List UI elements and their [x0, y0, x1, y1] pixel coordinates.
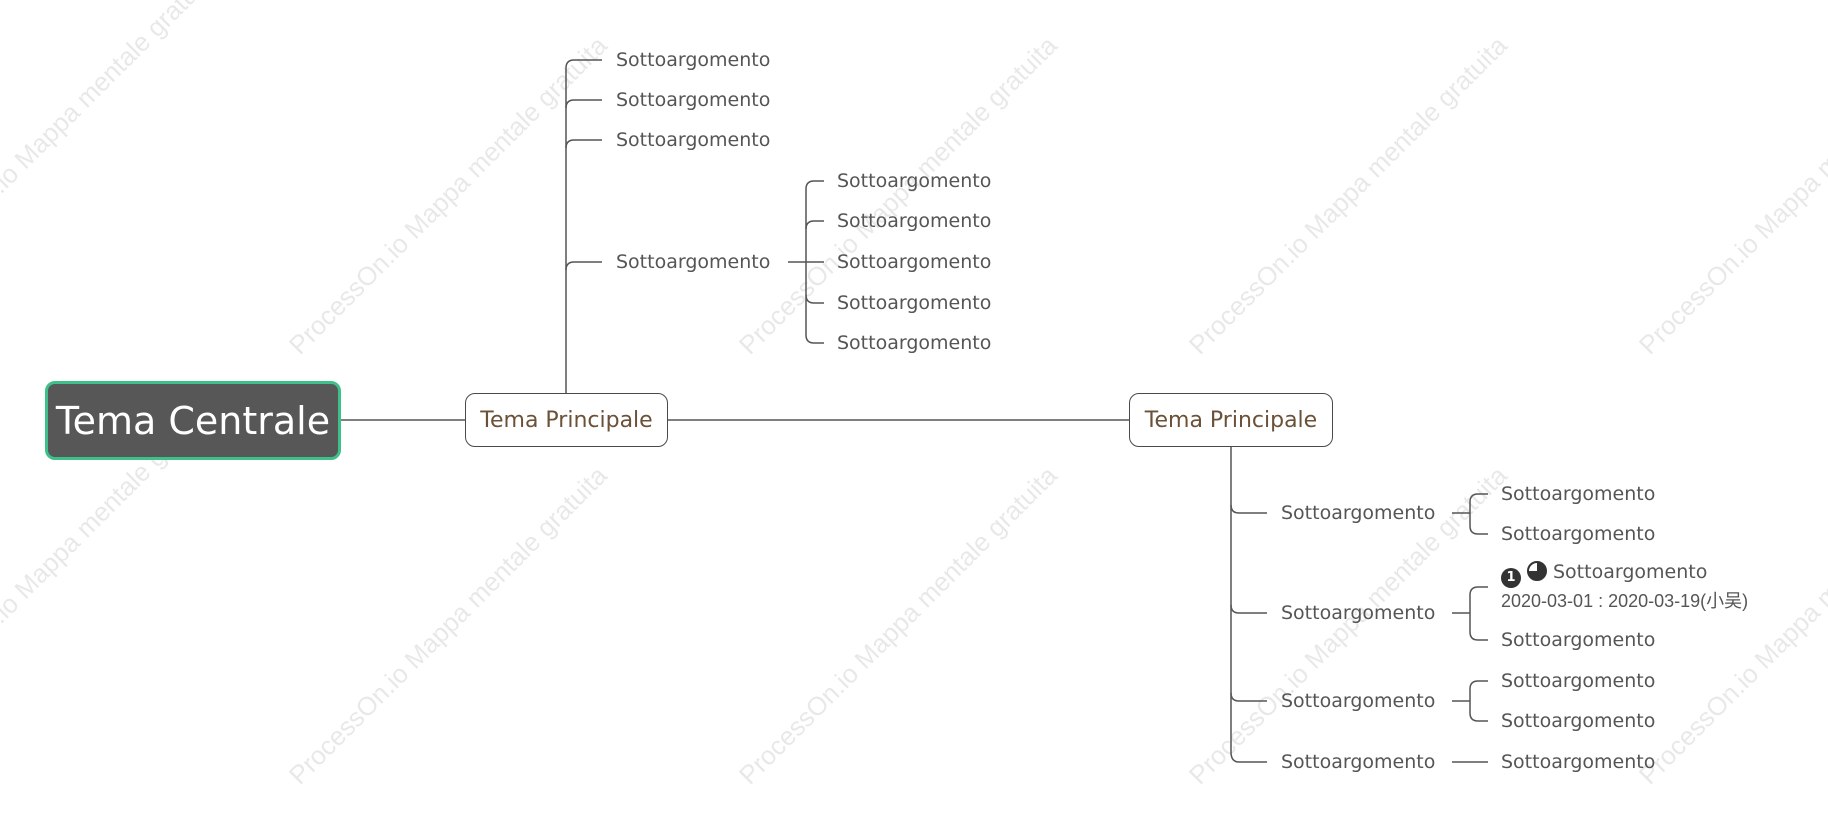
connector-branch-2-topic-2: [1230, 604, 1267, 614]
connector-b2t1-child-2: [1469, 513, 1488, 535]
connector-branch-1-topic-4: [565, 261, 602, 271]
subtopic-1-4-3[interactable]: Sottoargomento: [837, 251, 992, 273]
connector-branch-1-topic-2: [565, 99, 602, 109]
connector-topic-4-child-1: [805, 180, 824, 190]
subtopic-2-3[interactable]: Sottoargomento: [1281, 690, 1436, 712]
main-topic-label: Tema Principale: [1144, 407, 1318, 433]
subtopic-2-1-2[interactable]: Sottoargomento: [1501, 523, 1656, 545]
subtopic-2-4-1[interactable]: Sottoargomento: [1501, 751, 1656, 773]
subtopic-2-4[interactable]: Sottoargomento: [1281, 751, 1436, 773]
subtopic-2-1-1[interactable]: Sottoargomento: [1501, 483, 1656, 505]
subtopic-2-3-2[interactable]: Sottoargomento: [1501, 710, 1656, 732]
main-topic-2[interactable]: Tema Principale: [1129, 393, 1333, 447]
priority-1-icon: 1: [1501, 568, 1521, 588]
subtopic-1-4-1[interactable]: Sottoargomento: [837, 170, 992, 192]
connector-branch-1-topic-3: [565, 139, 602, 149]
connector-b2t1-child-1: [1469, 493, 1488, 513]
connector-b2t3-child-2: [1469, 701, 1488, 722]
progress-pie-icon: [1527, 561, 1547, 581]
connector-b2t2-child-1: [1469, 586, 1488, 613]
date-range-label: 2020-03-01 : 2020-03-19(小吴): [1501, 591, 1749, 611]
connector-branch-2-topic-1: [1230, 504, 1267, 514]
main-topic-label: Tema Principale: [480, 407, 653, 433]
subtopic-1-4-2[interactable]: Sottoargomento: [837, 210, 992, 232]
connector-branch-2-topic-3: [1230, 692, 1267, 702]
connector-b2t2-child-2: [1469, 613, 1488, 641]
connector-topic-4-child-2: [805, 220, 824, 230]
subtopic-1-4-5[interactable]: Sottoargomento: [837, 332, 992, 354]
subtopic-1-1[interactable]: Sottoargomento: [616, 49, 771, 71]
subtopic-1-4-4[interactable]: Sottoargomento: [837, 292, 992, 314]
connector-topic-4-child-4: [805, 294, 824, 304]
subtopic-1-2[interactable]: Sottoargomento: [616, 89, 771, 111]
connector-b2t3-child-1: [1469, 680, 1488, 701]
subtopic-label: Sottoargomento: [1553, 561, 1708, 583]
subtopic-2-2[interactable]: Sottoargomento: [1281, 602, 1436, 624]
subtopic-2-2-1[interactable]: 1 Sottoargomento: [1501, 560, 1707, 588]
connector-topic-4-child-5: [805, 334, 824, 344]
subtopic-1-3[interactable]: Sottoargomento: [616, 129, 771, 151]
subtopic-2-2-2[interactable]: Sottoargomento: [1501, 629, 1656, 651]
main-topic-1[interactable]: Tema Principale: [465, 393, 668, 447]
connector-branch-1-topic-1: [565, 59, 602, 69]
central-topic[interactable]: Tema Centrale: [45, 381, 341, 460]
central-topic-label: Tema Centrale: [55, 398, 331, 443]
subtopic-2-1[interactable]: Sottoargomento: [1281, 502, 1436, 524]
subtopic-2-3-1[interactable]: Sottoargomento: [1501, 670, 1656, 692]
subtopic-1-4[interactable]: Sottoargomento: [616, 251, 771, 273]
connector-branch-2-topic-4: [1230, 751, 1267, 763]
